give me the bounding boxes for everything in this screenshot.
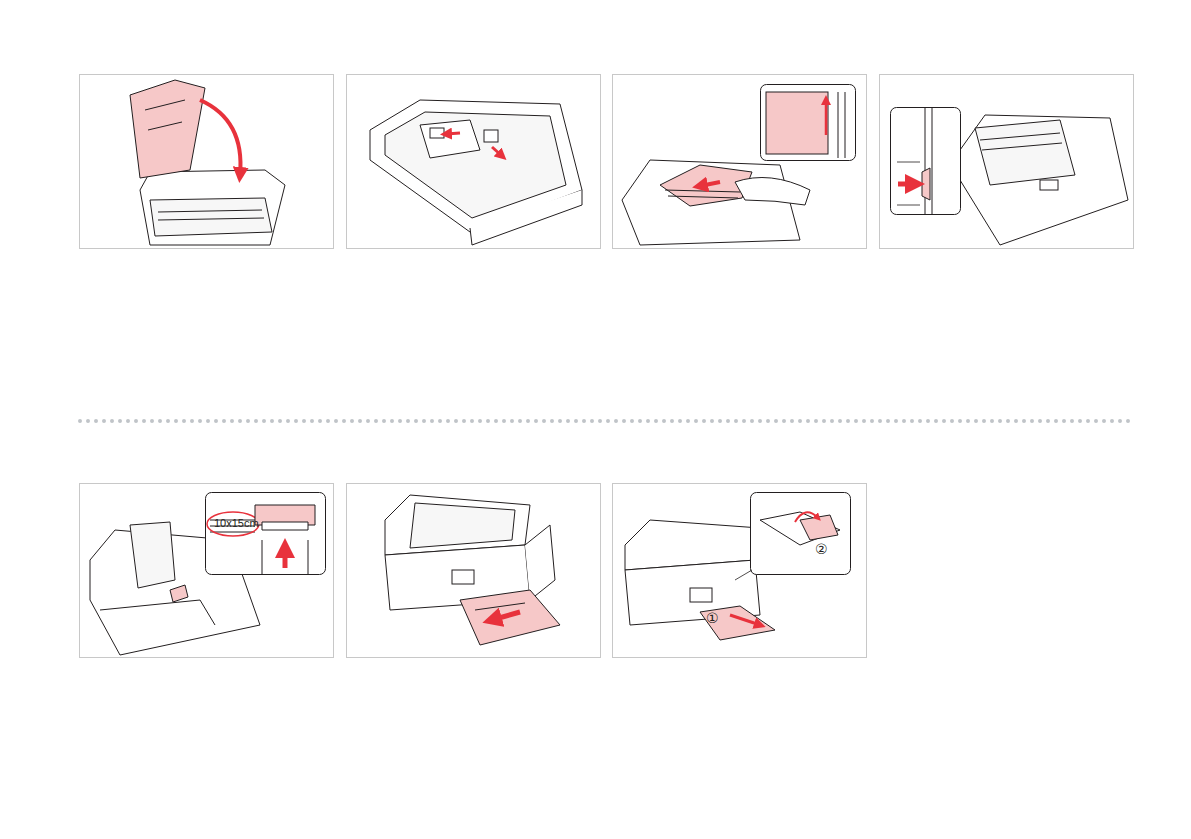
- step-1: [130, 80, 285, 245]
- step-6: [385, 495, 560, 645]
- step-3: [622, 85, 856, 246]
- step-2: [370, 100, 582, 245]
- size-label: 10x15cm: [214, 518, 259, 529]
- step-5: [90, 493, 326, 656]
- step-7: [625, 493, 851, 641]
- dotted-separator: [80, 419, 1133, 423]
- callout-number: ①: [706, 611, 719, 625]
- step-4: [891, 108, 1129, 246]
- callout-number: ②: [815, 542, 828, 556]
- panel-frames: [80, 75, 1134, 658]
